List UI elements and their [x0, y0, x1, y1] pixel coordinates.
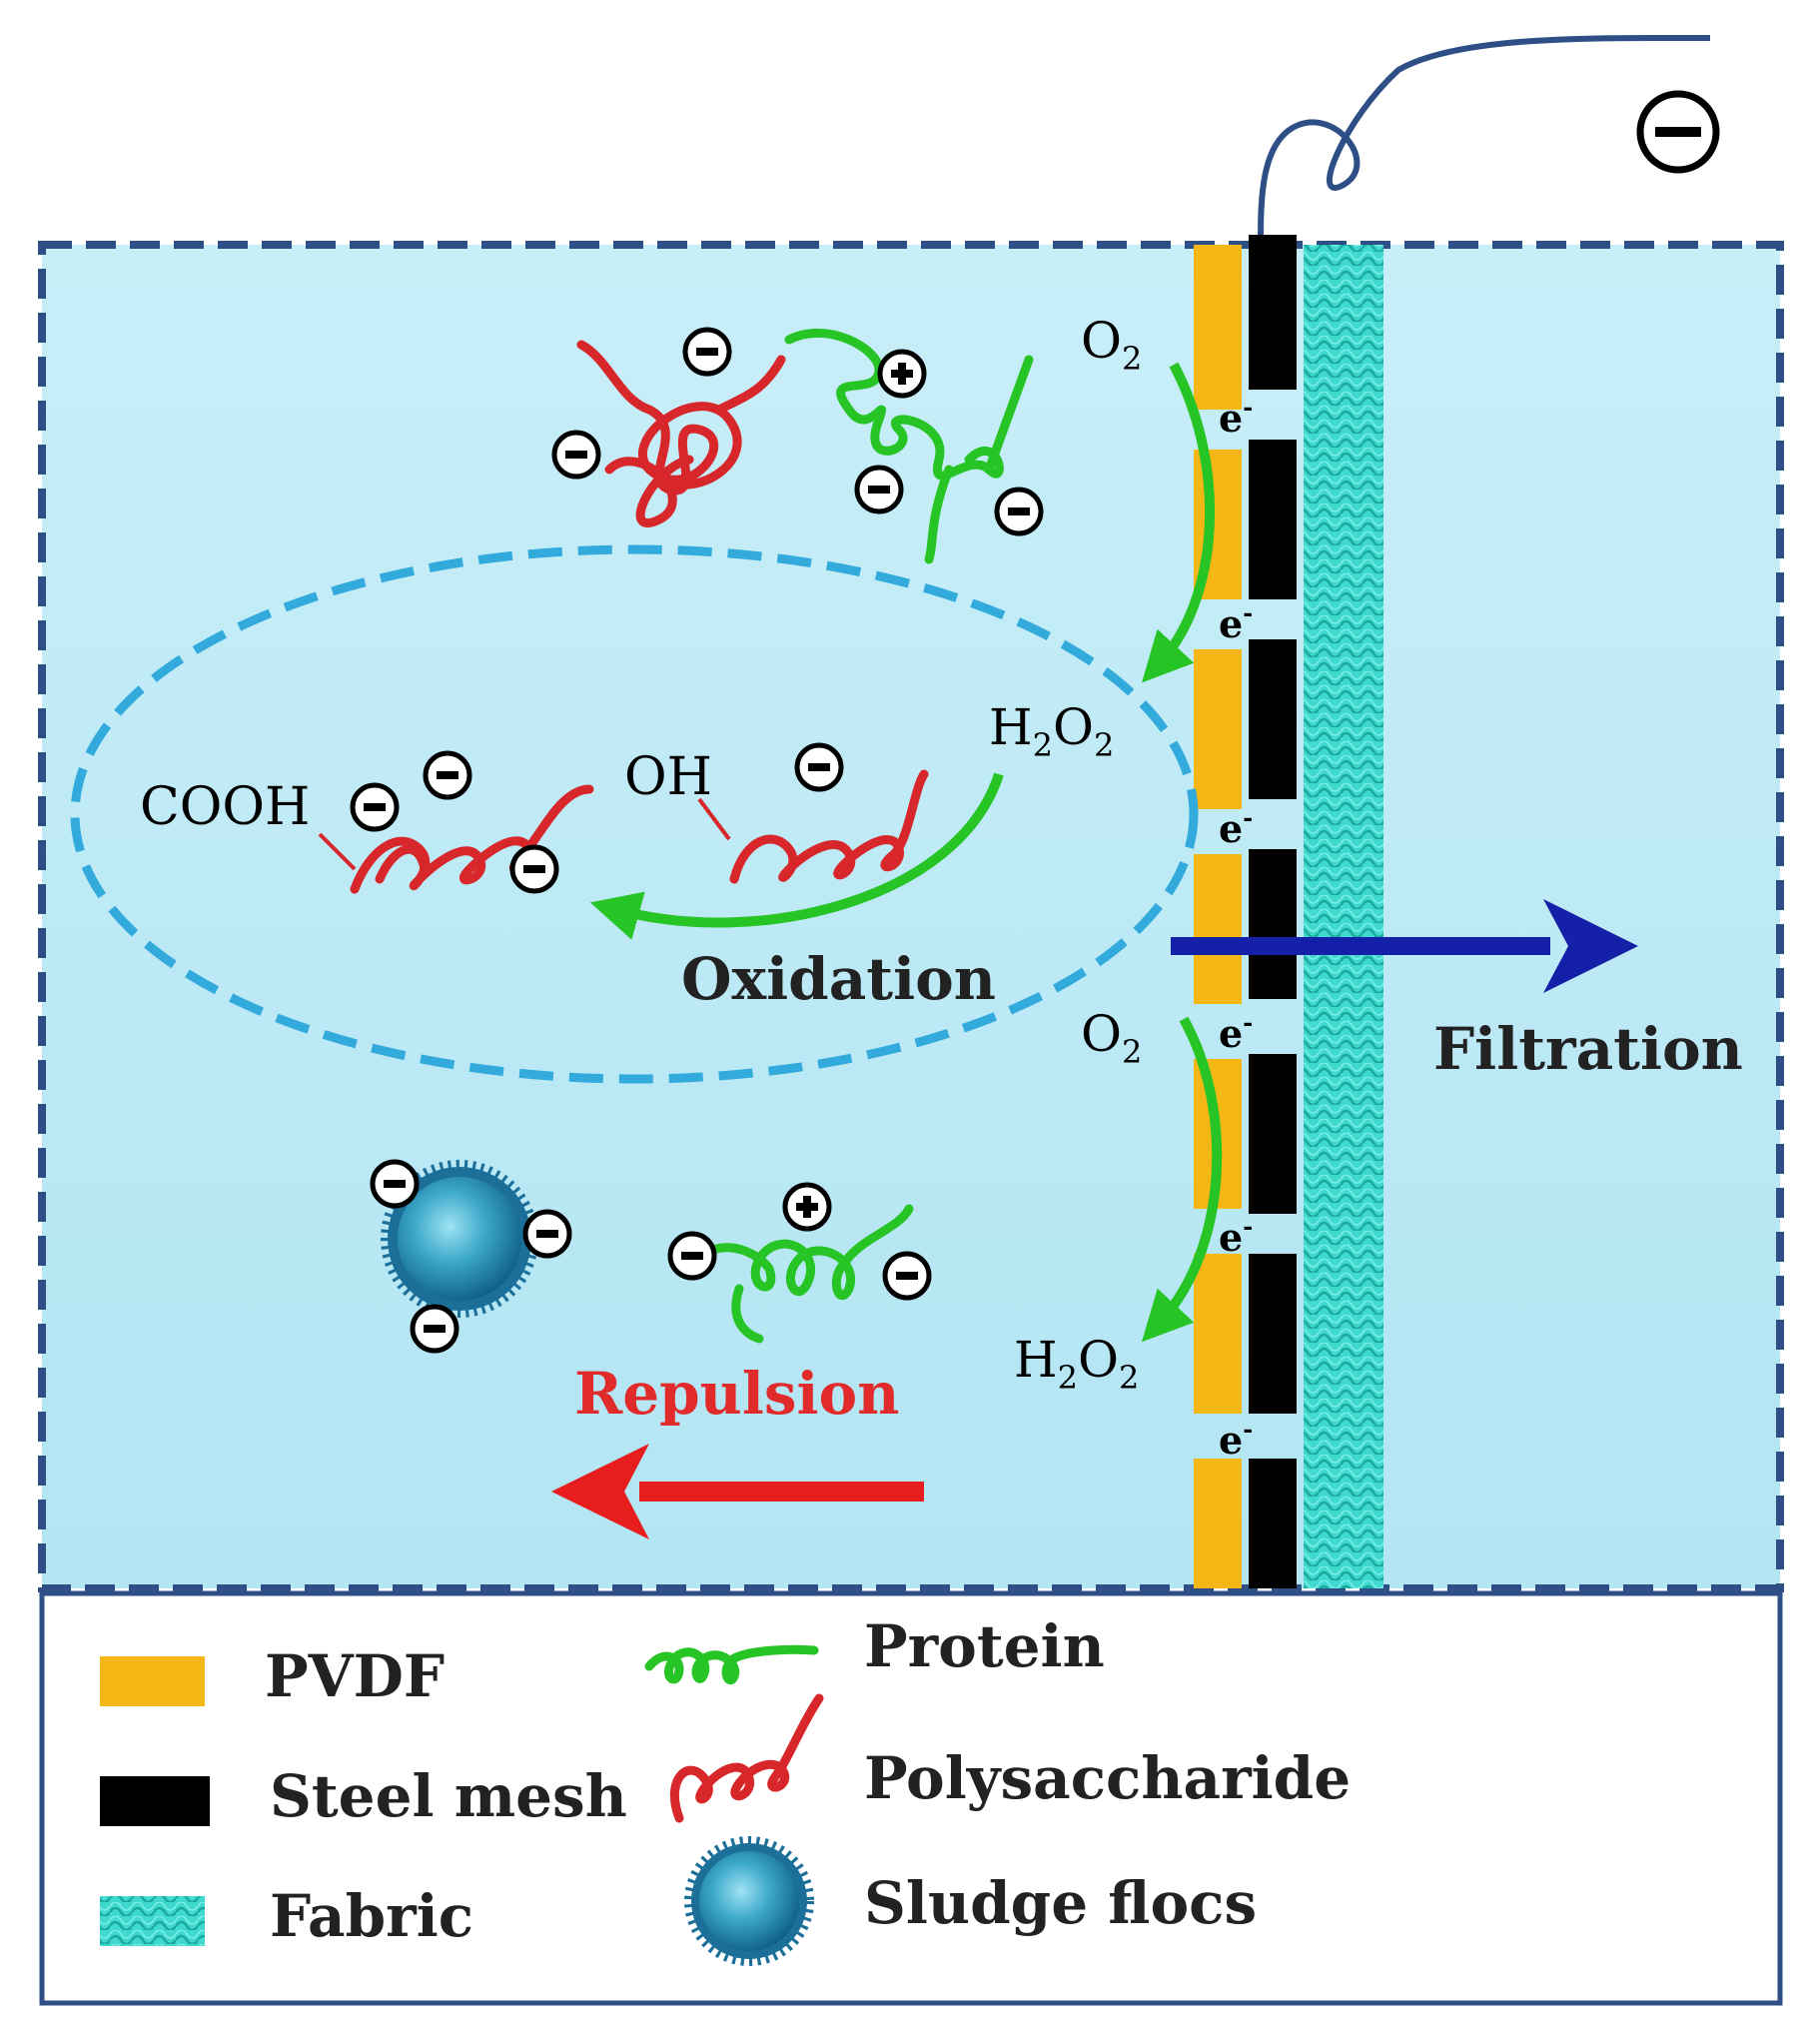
legend-swatch-pvdf	[100, 1656, 205, 1706]
h2o2-label-bottom: H2O2	[1014, 1331, 1139, 1397]
o2-to-h2o2-arrow-top	[1142, 362, 1216, 683]
oxidation-label: Oxidation	[681, 945, 996, 1013]
oh-bond	[697, 797, 731, 841]
cooh-label: COOH	[140, 777, 310, 837]
legend-swatch-sludge-flocs	[684, 1836, 814, 1966]
electron-label: e-	[1219, 1008, 1253, 1056]
electron-label: e-	[1219, 1415, 1253, 1463]
legend-label-protein: Protein	[864, 1612, 1105, 1680]
cooh-bond	[318, 832, 357, 871]
tank-water	[42, 245, 1780, 1588]
oxidized-polysaccharide-oh	[729, 769, 929, 884]
legend-swatch-fabric	[100, 1896, 205, 1946]
o2-label-bottom: O2	[1081, 1005, 1142, 1071]
electron-label: e-	[1219, 393, 1253, 441]
charge-minus	[667, 1231, 717, 1281]
oxidation-arrow	[589, 772, 1004, 940]
charge-minus	[522, 1209, 572, 1259]
legend-label-steel-mesh: Steel mesh	[270, 1762, 627, 1830]
electrode-wire	[1258, 34, 1711, 246]
charge-minus	[794, 742, 844, 792]
filtration-arrow	[1171, 899, 1638, 993]
o2-label-top: O2	[1081, 312, 1142, 378]
charge-minus	[423, 750, 472, 800]
electron-label: e-	[1219, 1212, 1253, 1260]
legend-label-sludge-flocs: Sludge flocs	[864, 1869, 1257, 1937]
legend-swatch-steel-mesh	[100, 1776, 210, 1826]
electron-label: e-	[1219, 803, 1253, 851]
charge-minus	[994, 487, 1044, 536]
polysaccharide-molecule	[576, 340, 786, 527]
fabric-layer	[1304, 245, 1383, 1588]
repulsion-arrow	[551, 1444, 924, 1539]
charge-minus	[682, 327, 732, 377]
protein-molecule	[784, 328, 1034, 564]
charge-plus	[877, 349, 927, 399]
legend-box	[39, 1590, 1783, 2006]
protein-molecule	[699, 1204, 914, 1344]
legend-swatch-protein	[644, 1644, 819, 1685]
oh-label: OH	[624, 747, 712, 807]
steel-mesh-layer	[1249, 235, 1297, 1588]
filtration-label: Filtration	[1433, 1015, 1743, 1083]
pvdf-layer	[1194, 245, 1242, 1588]
charge-plus	[782, 1182, 832, 1232]
oxidation-zone	[70, 544, 1199, 1084]
legend-label-fabric: Fabric	[270, 1882, 473, 1950]
sludge-floc	[381, 1160, 538, 1318]
charge-minus	[509, 844, 559, 894]
legend-label-pvdf: PVDF	[265, 1642, 445, 1710]
repulsion-label: Repulsion	[574, 1360, 899, 1428]
electrode-charge	[1636, 90, 1720, 174]
charge-minus	[410, 1304, 459, 1354]
charge-minus	[854, 465, 904, 514]
h2o2-label-top: H2O2	[989, 698, 1114, 764]
legend-swatch-polysaccharide	[669, 1693, 824, 1823]
electron-label: e-	[1219, 598, 1253, 646]
charge-minus	[370, 1159, 420, 1209]
charge-minus	[551, 430, 601, 480]
charge-minus	[350, 782, 400, 832]
o2-to-h2o2-arrow-bottom	[1141, 1016, 1223, 1343]
charge-minus	[882, 1251, 932, 1301]
legend-label-polysaccharide: Polysaccharide	[864, 1744, 1351, 1812]
